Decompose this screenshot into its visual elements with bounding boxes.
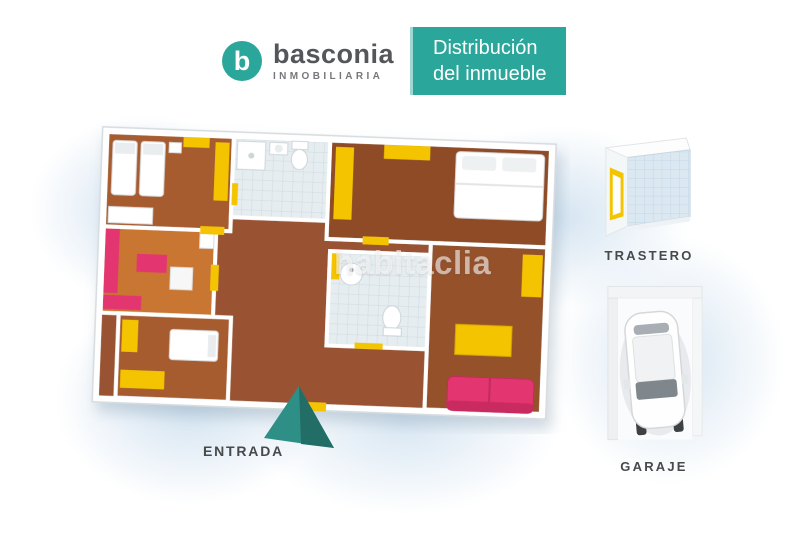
brand-subtitle: INMOBILIARIA <box>273 70 384 82</box>
logo-b-icon: b <box>222 41 262 81</box>
bathroom-center-fixtures <box>330 253 402 350</box>
double-bed-icon <box>453 151 546 222</box>
door-icon <box>200 226 225 235</box>
storage-door-icon <box>612 174 621 216</box>
cabinet-icon <box>521 254 543 298</box>
page-title-line2: del inmueble <box>433 63 547 85</box>
cabinet-icon <box>121 319 139 353</box>
brand-name: basconia <box>273 38 395 69</box>
door-icon <box>362 236 389 246</box>
entrance-label: ENTRADA <box>203 443 285 459</box>
desk-icon <box>107 205 154 225</box>
sofa-icon <box>446 375 535 414</box>
brand-logo: b basconia INMOBILIARIA <box>218 27 411 95</box>
wardrobe-icon <box>333 146 355 220</box>
shelf-icon <box>383 144 431 161</box>
logo-letter: b <box>233 45 251 76</box>
door-icon <box>209 264 219 292</box>
header-bar: b basconia INMOBILIARIA Distribución del… <box>218 27 567 95</box>
single-bed-icon <box>168 328 219 362</box>
garage-right-wall <box>691 297 703 437</box>
storage-tiled-wall <box>626 149 691 227</box>
garage-back-wall <box>607 285 703 299</box>
wardrobe-icon <box>213 142 230 201</box>
storage-room-render <box>605 137 691 237</box>
garage-label: GARAJE <box>620 459 688 474</box>
watermark: habitaclia <box>334 244 492 281</box>
page-title-line1: Distribución <box>433 37 538 59</box>
garage-render <box>607 285 703 441</box>
wardrobe-icon <box>119 369 165 390</box>
dresser-icon <box>183 136 210 148</box>
brand-text: basconia INMOBILIARIA <box>273 38 395 82</box>
page-title: Distribución del inmueble <box>410 27 567 95</box>
storage-label: TRASTERO <box>604 248 694 263</box>
coffee-table-icon <box>454 323 513 358</box>
garage-left-wall <box>607 297 619 441</box>
